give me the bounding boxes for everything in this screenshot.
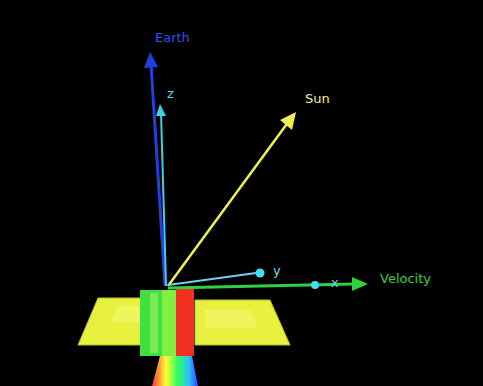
axis-label: Earth bbox=[155, 31, 190, 45]
axis-label: y bbox=[273, 264, 281, 278]
axis-label: x bbox=[331, 276, 339, 290]
axis-label: Sun bbox=[305, 92, 330, 106]
axis-label: Velocity bbox=[380, 272, 431, 286]
axis-label: z bbox=[167, 87, 174, 101]
